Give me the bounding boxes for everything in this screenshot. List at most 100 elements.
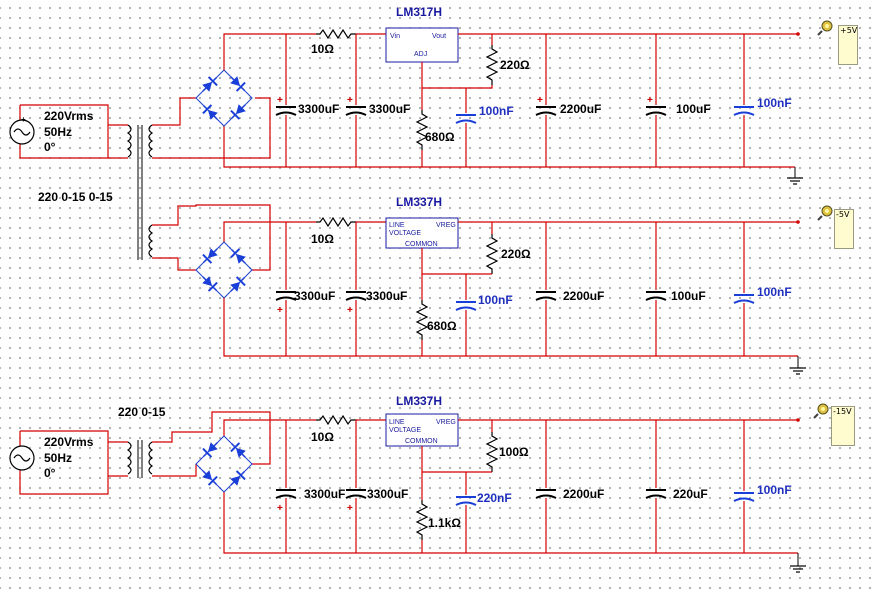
pin-vreg-r3: VREG: [436, 419, 456, 426]
label-r-series-r3: 10Ω: [311, 430, 334, 444]
cap-c1-r1[interactable]: [275, 106, 297, 116]
cap-out1-r2[interactable]: [535, 291, 557, 301]
label-r-adj-top-r3: 100Ω: [499, 445, 529, 459]
source-top-voltage: 220Vrms: [44, 109, 94, 123]
bridge-rectifier-top[interactable]: [195, 69, 253, 127]
cap-out3-r1[interactable]: [733, 106, 755, 116]
label-r-adj-bottom-r3: 1.1kΩ: [428, 516, 461, 530]
svg-text:+: +: [277, 503, 283, 514]
pin-vout: Vout: [432, 33, 446, 40]
pin-common-r3: COMMON: [405, 438, 438, 445]
source-bottom-frequency: 50Hz: [44, 451, 72, 465]
label-c1-r3: 3300uF: [304, 487, 345, 501]
svg-text:+: +: [647, 95, 653, 106]
cap-adj-r3[interactable]: [455, 496, 477, 506]
resistor-adj-top-r2[interactable]: [486, 233, 498, 275]
probe-readout-minus5v[interactable]: -5V: [834, 209, 854, 249]
pin-voltage-r2: VOLTAGE: [389, 230, 421, 237]
transformer-bottom[interactable]: [108, 440, 154, 478]
cap-c2-r1[interactable]: [345, 106, 367, 116]
cap-c2-r2[interactable]: [345, 291, 367, 301]
cap-adj-r2[interactable]: [455, 301, 477, 311]
svg-text:+: +: [537, 95, 543, 106]
cap-c1-r3[interactable]: [275, 489, 297, 499]
regulator-lm317h-label: LM317H: [396, 5, 442, 19]
cap-out1-r3[interactable]: [535, 489, 557, 499]
svg-text:+: +: [347, 503, 353, 514]
regulator-lm337h-bottom-label: LM337H: [396, 394, 442, 408]
svg-text:+: +: [277, 305, 283, 316]
cap-out2-r3[interactable]: [645, 489, 667, 499]
label-c-out1-r1: 2200uF: [560, 102, 601, 116]
transformer-top[interactable]: [108, 124, 154, 260]
label-c-out3-r1: 100nF: [757, 96, 792, 110]
label-c-out1-r3: 2200uF: [563, 487, 604, 501]
source-top-phase: 0°: [44, 140, 56, 154]
regulator-lm337h-middle[interactable]: [385, 217, 459, 249]
probe-icon-plus5v[interactable]: [817, 20, 833, 36]
cap-out2-r2[interactable]: [645, 291, 667, 301]
pin-line-r2: LINE: [389, 222, 405, 229]
cap-out2-r1[interactable]: [645, 106, 667, 116]
label-c-out1-r2: 2200uF: [563, 289, 604, 303]
probe-readout-minus15v[interactable]: -15V: [831, 406, 855, 446]
pin-line-r3: LINE: [389, 419, 405, 426]
rail1-circuit: + 220Vrms 50Hz 0° 220 0-15 0-15: [9, 5, 804, 260]
label-r-adj-top-r1: 220Ω: [500, 58, 530, 72]
source-bottom-voltage: 220Vrms: [44, 435, 94, 449]
probe-icon-minus5v[interactable]: [817, 205, 833, 221]
svg-text:+: +: [347, 305, 353, 316]
ac-source-bottom[interactable]: [9, 430, 109, 495]
source-top-frequency: 50Hz: [44, 125, 72, 139]
label-c-out2-r3: 220uF: [673, 487, 708, 501]
resistor-series-r3[interactable]: [315, 415, 357, 425]
ground-r2: [789, 361, 807, 375]
label-c2-r2: 3300uF: [366, 289, 407, 303]
label-c1-r1: 3300uF: [298, 102, 339, 116]
resistor-adj-bottom-r2[interactable]: [416, 299, 428, 341]
label-c-out3-r3: 100nF: [757, 483, 792, 497]
resistor-series-r2[interactable]: [315, 217, 357, 227]
resistor-adj-bottom-r3[interactable]: [416, 499, 428, 541]
rail2-circuit: 10Ω LM337H LINE VREG VOLTAGE COMMON + 33…: [152, 195, 807, 375]
probe-icon-minus15v[interactable]: [813, 403, 829, 419]
label-c2-r1: 3300uF: [369, 102, 410, 116]
label-r-series-r1: 10Ω: [311, 42, 334, 56]
cap-out1-r1[interactable]: [535, 106, 557, 116]
svg-text:+: +: [277, 95, 283, 106]
pin-vin: Vin: [390, 33, 400, 40]
resistor-adj-top-r1[interactable]: [486, 44, 498, 86]
label-r-series-r2: 10Ω: [311, 232, 334, 246]
pin-adj: ADJ: [414, 51, 427, 58]
regulator-lm337h-bottom[interactable]: [385, 413, 459, 447]
pin-vreg-r2: VREG: [436, 222, 456, 229]
svg-text:+: +: [21, 115, 26, 124]
transformer-top-label: 220 0-15 0-15: [38, 190, 113, 204]
bridge-rectifier-middle[interactable]: [195, 241, 253, 299]
label-c2-r3: 3300uF: [367, 487, 408, 501]
cap-c2-r3[interactable]: [345, 489, 367, 499]
regulator-lm337h-middle-label: LM337H: [396, 195, 442, 209]
pin-voltage-r3: VOLTAGE: [389, 427, 421, 434]
label-c-adj-r1: 100nF: [479, 104, 514, 118]
resistor-adj-top-r3[interactable]: [486, 431, 498, 473]
cap-out3-r2[interactable]: [733, 294, 755, 304]
rail3-circuit: 220Vrms 50Hz 0° 220 0-15 10Ω LM337H: [9, 394, 807, 573]
label-r-adj-bottom-r2: 680Ω: [427, 319, 457, 333]
label-c-out2-r2: 100uF: [671, 289, 706, 303]
cap-c1-r2[interactable]: [275, 291, 297, 301]
resistor-series-r1[interactable]: [315, 29, 357, 39]
ground-r1: [786, 171, 804, 185]
label-c-out2-r1: 100uF: [676, 102, 711, 116]
bridge-rectifier-bottom[interactable]: [195, 435, 253, 493]
label-c1-r2: 3300uF: [294, 289, 335, 303]
probe-readout-plus5v[interactable]: +5V: [838, 25, 858, 65]
cap-adj-r1[interactable]: [455, 114, 477, 124]
label-r-adj-bottom-r1: 680Ω: [425, 130, 455, 144]
label-r-adj-top-r2: 220Ω: [501, 247, 531, 261]
svg-text:+: +: [347, 95, 353, 106]
source-bottom-phase: 0°: [44, 466, 56, 480]
cap-out3-r3[interactable]: [733, 492, 755, 502]
label-c-out3-r2: 100nF: [757, 285, 792, 299]
